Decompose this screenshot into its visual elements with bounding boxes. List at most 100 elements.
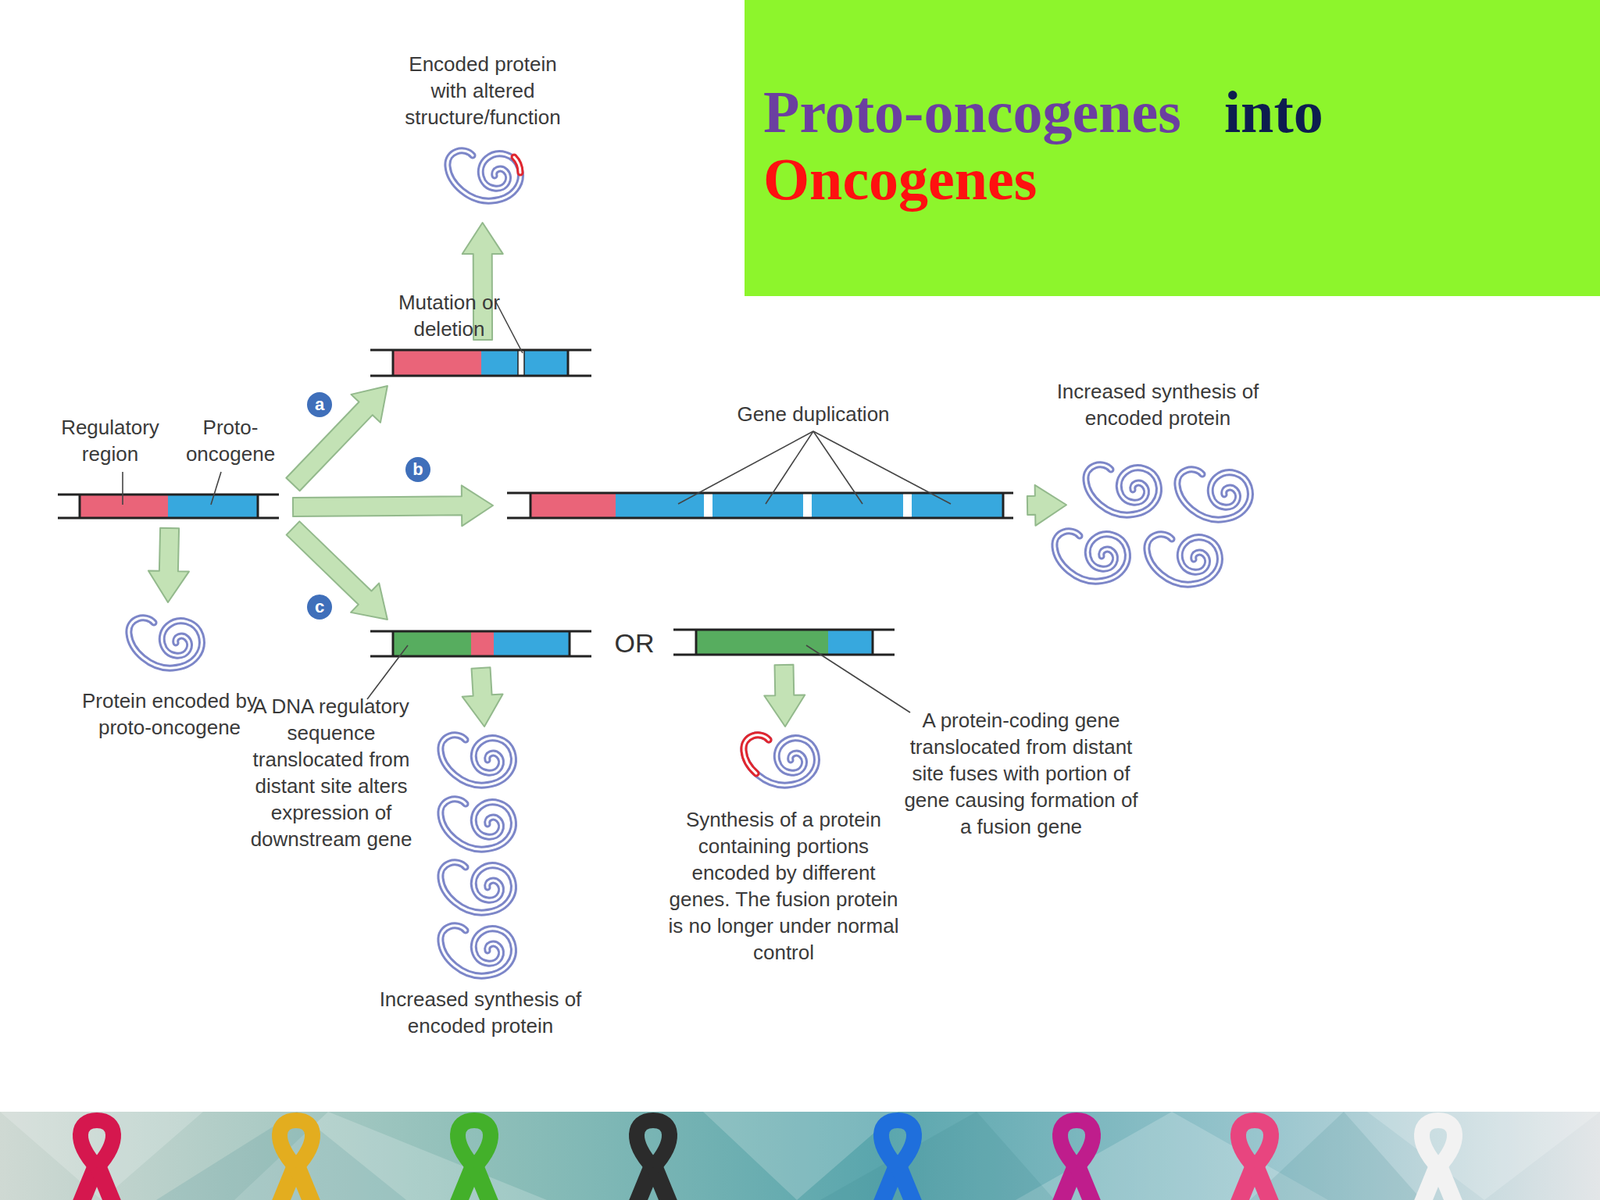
dna-strand	[673, 628, 895, 632]
regulatory-segment	[530, 492, 616, 518]
node-label: Protein encoded by proto-oncogene	[75, 687, 264, 741]
segment-edge	[568, 631, 572, 657]
segment-edge	[567, 350, 570, 376]
awareness-ribbon	[271, 1120, 322, 1200]
node-label: Increased synthesis of encoded protein	[378, 985, 583, 1040]
leader-line	[806, 645, 911, 713]
node-label: Encoded protein with altered structure/f…	[391, 50, 575, 131]
dna-strand	[507, 492, 1014, 495]
title-text: Oncogenes	[763, 145, 1037, 213]
footer-band	[0, 1111, 1600, 1200]
protein-icon	[1146, 534, 1220, 585]
node-label: Gene duplication	[711, 400, 915, 428]
gene-bar	[57, 494, 279, 518]
dna-strand	[370, 630, 592, 633]
dna-strand	[57, 517, 279, 520]
title-text: Proto-oncogenes	[763, 78, 1182, 146]
dna-strand	[673, 653, 895, 657]
gene-segment	[615, 492, 1004, 518]
protein-icon	[1177, 469, 1250, 520]
callout-letter: c	[307, 594, 333, 620]
translocated-segment	[392, 631, 472, 657]
segment-edge	[871, 629, 875, 655]
dna-strand	[57, 493, 279, 497]
protein-icon	[440, 925, 514, 976]
protein-icon	[440, 735, 514, 786]
node-label: Increased synthesis of encoded protein	[1052, 378, 1264, 432]
segment-edge	[392, 631, 395, 657]
fusion-protein-icon: Synthesis of a protein containing portio…	[730, 726, 840, 793]
regulatory-segment	[392, 350, 482, 376]
protein-icon: Protein encoded by proto-oncogene	[117, 602, 219, 680]
regulatory-segment	[471, 631, 494, 657]
footer-pattern	[0, 1111, 1600, 1200]
gene-bar	[673, 629, 895, 655]
protein-icon	[743, 735, 817, 786]
segment-edge	[517, 350, 519, 376]
gene-segment	[481, 350, 568, 376]
awareness-ribbon	[1413, 1120, 1464, 1200]
segment-gap	[903, 492, 912, 518]
segment-edge	[529, 492, 533, 518]
dna-strand	[370, 375, 592, 378]
awareness-ribbon	[1051, 1120, 1102, 1200]
leader-line	[367, 645, 408, 700]
node-label: A protein-coding gene translocated from …	[903, 707, 1139, 840]
dna-strand	[370, 349, 592, 352]
segment-edge	[78, 494, 82, 518]
segment-edge	[257, 494, 260, 518]
gene-segment	[493, 631, 570, 657]
protein-icon	[447, 150, 521, 201]
dna-strand	[507, 517, 1014, 520]
node-label: Regulatory region	[57, 414, 164, 468]
callout-letter: b	[405, 457, 431, 483]
title-band: Proto-oncogenes intoOncogenes	[744, 0, 1600, 297]
node-label: A DNA regulatory sequence translocated f…	[247, 692, 416, 853]
awareness-ribbon	[872, 1120, 923, 1200]
protein-cluster: Increased synthesis of encoded protein	[1066, 457, 1262, 594]
leader-line	[765, 431, 814, 504]
title-text: into	[1224, 78, 1324, 146]
block-arrow	[462, 667, 504, 727]
node-label: Synthesis of a protein containing portio…	[662, 806, 905, 966]
translocated-gene-bar: A DNA regulatory sequence translocated f…	[356, 619, 606, 668]
protein-icon	[1085, 464, 1159, 515]
fusion-portion	[743, 735, 769, 774]
mutation-gap	[517, 350, 525, 376]
altered-protein-icon: Encoded protein with altered structure/f…	[437, 140, 532, 223]
segment-gap	[703, 492, 713, 518]
awareness-ribbon	[628, 1120, 679, 1200]
segment-edge	[392, 350, 395, 376]
protein-icon	[128, 617, 202, 668]
leader-line	[813, 431, 863, 504]
translocated-segment	[696, 629, 829, 655]
node-label: Proto-oncogene	[181, 414, 280, 468]
node-label: Mutation or deletion	[394, 289, 504, 343]
duplicated-gene-bar: Gene duplication	[492, 482, 1028, 529]
leader-line	[678, 431, 814, 504]
callout-letter: a	[307, 392, 333, 418]
awareness-ribbon	[449, 1120, 500, 1200]
block-arrow	[292, 485, 493, 526]
awareness-ribbon	[71, 1120, 122, 1200]
protein-icon	[440, 862, 514, 913]
segment-edge	[523, 350, 525, 376]
block-arrow	[764, 664, 805, 727]
leader-line	[813, 431, 951, 504]
mutated-gene-bar: Mutation or deletion	[356, 339, 606, 386]
awareness-ribbon	[1229, 1120, 1280, 1200]
fusion-gene-bar: A protein-coding gene translocated from …	[659, 619, 909, 665]
protein-stack: Increased synthesis of encoded protein	[429, 726, 540, 985]
regulatory-segment	[79, 494, 168, 518]
block-arrow	[1027, 485, 1067, 526]
gene-bar: Regulatory regionProto-oncogene	[43, 484, 293, 529]
segment-edge	[695, 629, 698, 655]
protein-icon	[1054, 531, 1128, 582]
block-arrow	[285, 385, 388, 491]
gene-bar	[370, 631, 592, 657]
leader-line	[210, 471, 222, 505]
protein-icon	[440, 799, 514, 850]
block-arrow	[148, 528, 190, 603]
gene-segment	[828, 629, 873, 655]
